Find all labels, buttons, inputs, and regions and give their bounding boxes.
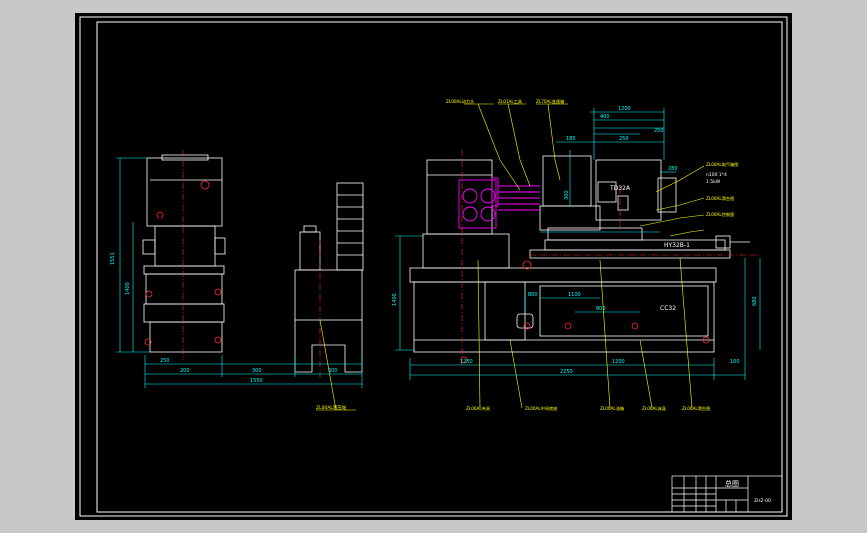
dim-right-top5: 250 <box>619 136 629 142</box>
left-callout: ZL00AL液压站 <box>316 319 356 411</box>
dim-right-top1: 1200 <box>618 106 631 112</box>
dim-left-c: 200 <box>180 368 190 374</box>
dim-right-motor: 300 <box>564 190 570 200</box>
dim-right-side: 680 <box>752 296 758 306</box>
callout-oil-tank: ZL00AL油箱 <box>600 405 624 412</box>
callout-slide-2: ZL00AL滑台图 <box>682 405 710 412</box>
dim-right-top4: 180 <box>566 136 576 142</box>
spindle-motor <box>458 177 540 229</box>
callout-mid-base: ZL00AL中间底座 <box>525 405 557 412</box>
right-view <box>409 155 750 364</box>
part-labels: HY32B-1 TD32A CC32 <box>609 185 690 312</box>
spec-line-2: n100 1*4 <box>706 172 727 178</box>
callout-gearbox: ZL70AL变速箱 <box>536 98 564 105</box>
right-dimensions <box>395 108 761 380</box>
ladder-column <box>336 182 364 271</box>
callout-tooling: ZL01AL工具 <box>498 99 523 105</box>
dim-right-slide: 1100 <box>568 292 581 298</box>
title-block-title: 总图 <box>725 479 739 488</box>
title-block-drawing-no: ZHZ-00 <box>754 498 771 504</box>
callout-control: ZL00AL控制图 <box>706 211 734 218</box>
right-centerlines <box>461 150 760 370</box>
inner-frame <box>96 21 783 513</box>
callout-texts: ZL00AL动力头 ZL01AL工具 ZL70AL变速箱 ZL00AL电气箱图 … <box>446 98 738 412</box>
dim-right-b1: 800 <box>528 292 538 298</box>
dim-right-bed: 1250 <box>460 359 473 365</box>
right-dimension-texts: 1400 1250 2250 1200 1200 400 250 180 250… <box>392 106 758 375</box>
left-view <box>142 154 364 373</box>
dim-left-total: 1550 <box>250 378 263 384</box>
dim-left-b: 300 <box>252 368 262 374</box>
callout-leaders <box>464 103 705 409</box>
title-block <box>671 475 783 513</box>
dim-left-height2: 1400 <box>125 282 131 295</box>
dim-left-d: 300 <box>328 368 338 374</box>
left-dimensions <box>116 157 363 388</box>
dim-right-top3: 250 <box>654 128 664 134</box>
spec-line-1: 1.5kW <box>706 179 721 185</box>
left-centerlines <box>182 150 321 378</box>
slide-model-label: HY32B-1 <box>664 242 690 249</box>
dim-right-total: 2250 <box>560 369 573 375</box>
callout-electric-box: ZL00AL电气箱图 <box>706 161 738 168</box>
dim-right-s1: 280 <box>668 166 678 172</box>
spec-labels: 1.5kW n100 1*4 <box>706 172 727 185</box>
gearbox-label: TD32A <box>609 185 631 192</box>
dim-left-a: 250 <box>160 358 170 364</box>
dim-left-height: 1551 <box>110 252 116 265</box>
paper <box>75 13 792 520</box>
dim-right-top2: 400 <box>600 114 610 120</box>
callout-hydraulic-station: ZL00AL液压站 <box>316 404 347 411</box>
left-dimension-texts: 1551 1400 250 300 200 300 1550 <box>110 252 338 384</box>
callout-power-head: ZL00AL动力头 <box>446 98 474 105</box>
outer-frame <box>79 16 788 517</box>
dim-right-s2: 100 <box>730 359 740 365</box>
dim-right-mid: 1200 <box>612 359 625 365</box>
callout-fixture: ZL00AL夹具 <box>466 405 491 412</box>
dim-right-height: 1400 <box>392 293 398 306</box>
callout-slide: ZL00AL滑台图 <box>706 195 734 202</box>
base-model-label: CC32 <box>660 305 676 312</box>
dim-right-b2: 800 <box>596 306 606 312</box>
hydraulic-station-box <box>294 269 363 321</box>
callout-bed: ZL00AL床身 <box>642 405 666 412</box>
